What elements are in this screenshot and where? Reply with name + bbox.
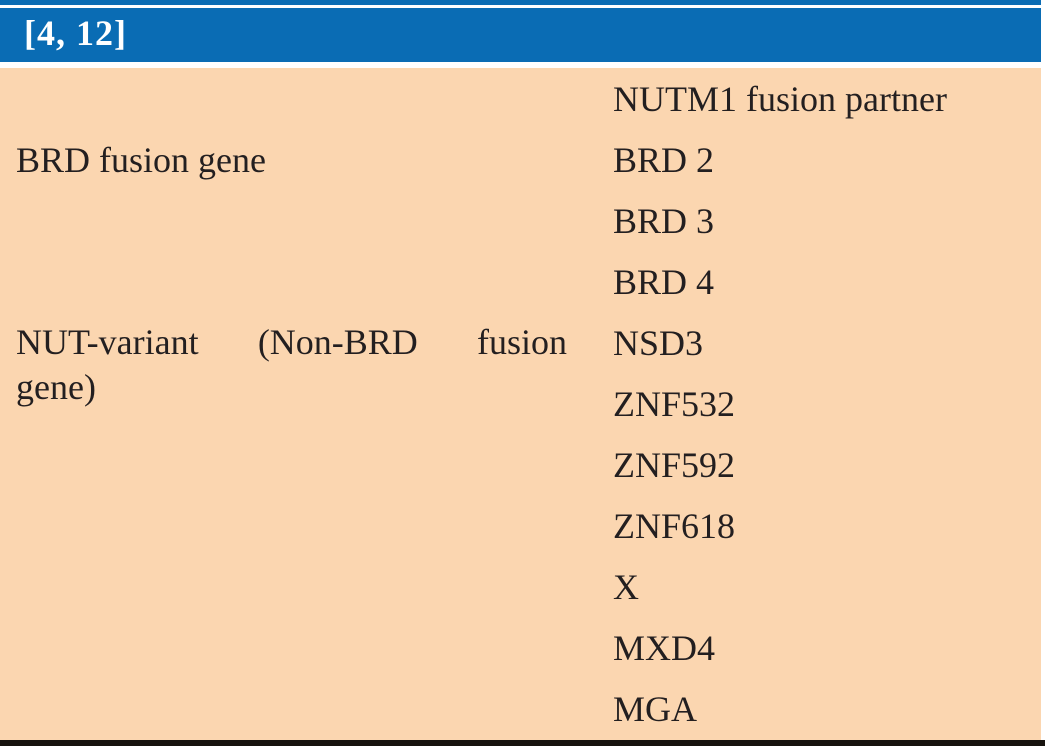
table-bottom-rule [0, 740, 1045, 746]
partner-item: ZNF532 [613, 383, 736, 424]
row-label-line-1: NUT-variant (Non-BRD fusion [16, 320, 567, 365]
table-body: BRD fusion gene NUT-variant (Non-BRD fus… [0, 68, 1041, 740]
partner-item: MXD4 [613, 628, 716, 669]
partner-item: BRD 4 [613, 261, 715, 302]
partner-column: NUTM1 fusion partner BRD 2 BRD 3 BRD 4 N… [613, 68, 1037, 740]
partner-item: NSD3 [613, 322, 704, 363]
row-label-nut-variant: NUT-variant (Non-BRD fusion gene) [16, 320, 567, 410]
partner-item: BRD 2 [613, 139, 715, 180]
partner-item: ZNF592 [613, 445, 736, 485]
row-label-word: (Non-BRD [257, 322, 418, 362]
partner-item: MGA [613, 689, 698, 730]
row-label-word: fusion [477, 322, 567, 362]
citation-label: [4, 12] [24, 13, 127, 53]
table-header-bar: [4, 12] [0, 8, 1041, 62]
partner-item: X [613, 567, 639, 608]
row-label-brd-fusion-gene: BRD fusion gene [16, 139, 266, 180]
row-label-word: NUT-variant [16, 322, 199, 362]
partner-item: BRD 3 [613, 200, 715, 241]
column-header: NUTM1 fusion partner [613, 78, 947, 119]
row-label-line-2: gene) [16, 367, 96, 407]
partner-item: ZNF618 [613, 506, 736, 547]
table-top-rule [0, 0, 1041, 5]
